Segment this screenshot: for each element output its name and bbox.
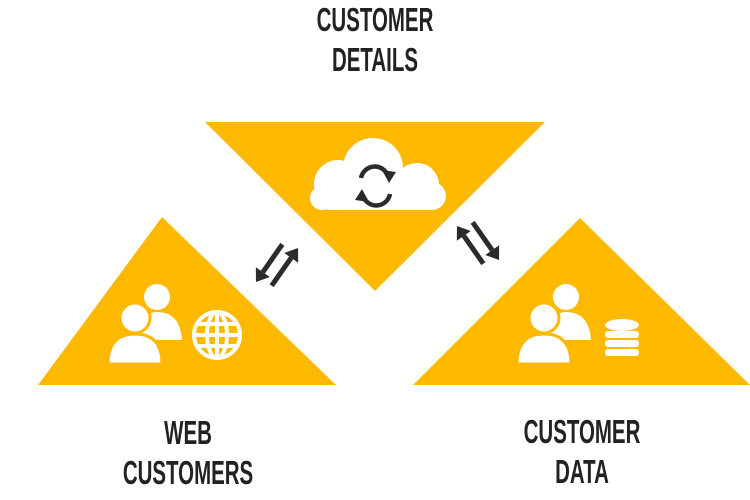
web-customers-triangle [38, 217, 336, 385]
sync-arrow-head-bottom [355, 189, 369, 202]
web-customers-line2: CUSTOMERS [122, 454, 254, 491]
swap-arrows-icon [255, 242, 299, 288]
swap-arrows-icon [456, 220, 500, 266]
web-customers-line1: WEB [164, 414, 212, 451]
customer-data-triangle [413, 218, 750, 385]
database-icon [605, 319, 639, 356]
sync-arrow-head-top [382, 170, 396, 183]
cloud-icon [310, 138, 446, 210]
customer-details-label: CUSTOMER DETAILS [282, 0, 468, 80]
customer-data-label: CUSTOMER DATA [489, 412, 675, 492]
customer-details-line2: DETAILS [331, 41, 419, 78]
customer-details-line1: CUSTOMER [316, 1, 434, 38]
customer-data-line1: CUSTOMER [523, 413, 641, 450]
globe-icon [192, 310, 242, 360]
web-customers-label: WEB CUSTOMERS [95, 413, 281, 493]
customer-data-line2: DATA [555, 453, 609, 490]
users-icon [106, 284, 182, 366]
users-icon [515, 284, 591, 366]
